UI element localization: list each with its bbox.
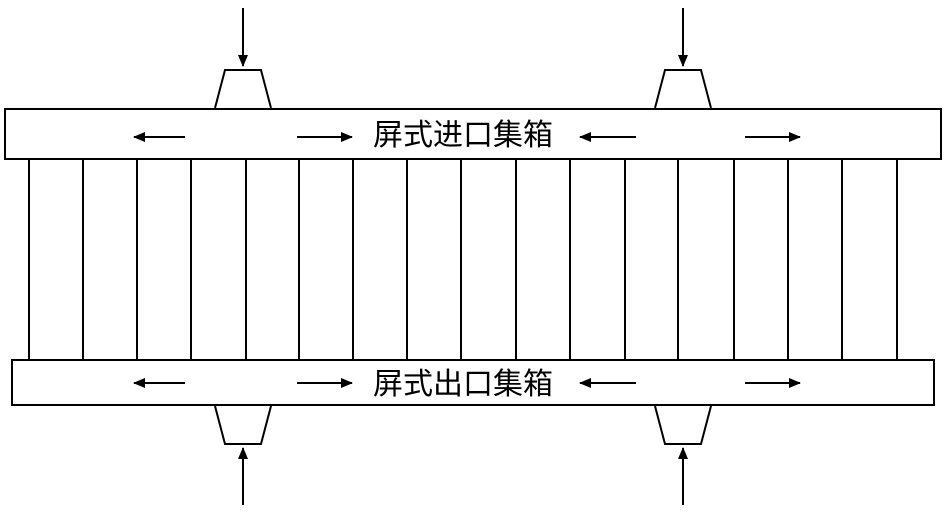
- tube-bundle: [28, 159, 898, 360]
- outlet-header: 屏式出口集箱: [11, 359, 935, 505]
- inlet-nozzle-right: [654, 69, 712, 109]
- inlet-header: 屏式进口集箱: [4, 8, 942, 160]
- inlet-header-label: 屏式进口集箱: [373, 118, 553, 153]
- inlet-nozzle-left: [214, 69, 272, 109]
- inlet-label-backdrop: [356, 114, 570, 154]
- outlet-nozzle-left: [214, 405, 272, 445]
- outlet-nozzle-right: [654, 405, 712, 445]
- outlet-header-label: 屏式出口集箱: [373, 367, 553, 402]
- outlet-label-backdrop: [356, 364, 570, 402]
